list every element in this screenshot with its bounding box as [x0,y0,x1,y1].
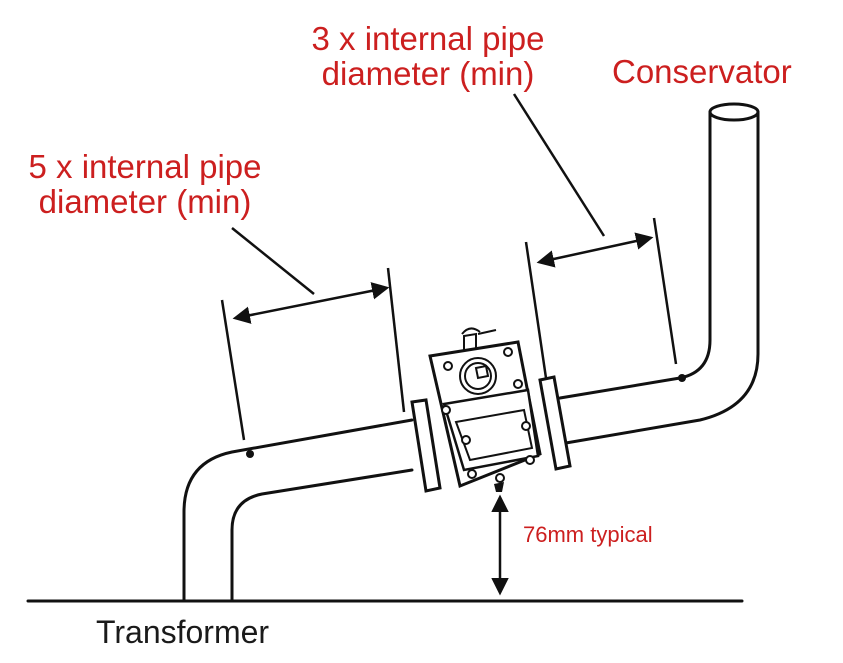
pipe-left-riser-inner [230,468,414,603]
label-76mm-typical: 76mm typical [523,522,653,547]
leader-3x [512,93,606,237]
label-transformer: Transformer [96,614,270,650]
pipe-open-end [708,102,760,122]
pipe-joint-left [246,450,254,458]
relay-drain [494,482,504,492]
relay-test-valve [461,327,497,352]
pipe-right-upper [558,110,712,400]
dim-ext-right-b [652,217,678,365]
label-5x-line1: 5 x internal pipe [28,148,262,185]
pipe-left-riser-outer [182,418,414,603]
label-3x-line2: diameter (min) [321,54,535,92]
pipe-right-lower [558,110,760,446]
label-3x-line1: 3 x internal pipe [311,20,545,57]
label-5x-pipe-diameter: 5 x internal pipe diameter (min) [0,148,290,220]
label-5x-line2: diameter (min) [38,182,252,220]
leader-5x [231,227,315,295]
dim-ext-right-a [524,241,548,379]
pipe-joint-right [678,374,686,382]
dim-ext-left-b [386,267,406,413]
dim-arrow-3x [536,232,654,268]
dim-arrow-5x [232,282,390,324]
flange-left [410,398,442,493]
label-3x-pipe-diameter: 3 x internal pipe diameter (min) [238,20,618,92]
relay-body [428,340,542,489]
flange-right [538,375,572,471]
relay-window [459,357,497,395]
label-conservator: Conservator [612,53,792,90]
dim-ext-left-a [220,299,246,441]
